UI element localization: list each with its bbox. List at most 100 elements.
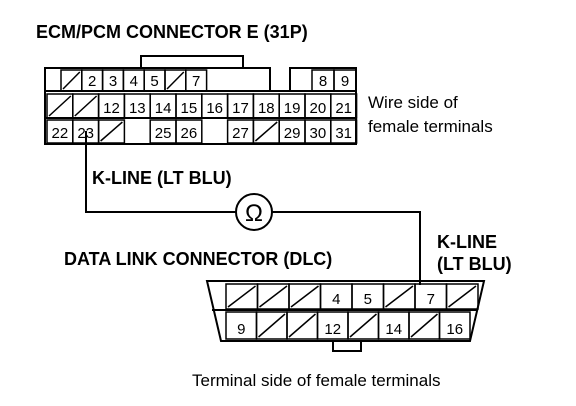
ecm-row1-cell: 5	[143, 69, 166, 92]
ecm-row3-pin-label: 22	[52, 125, 69, 142]
dlc-top-cell: 5	[351, 283, 385, 310]
ecm-row2-cell: 17	[226, 93, 255, 119]
dlc-bottom-pin-label: 12	[324, 321, 341, 338]
dlc-side-label: Terminal side of female terminals	[192, 371, 441, 390]
k-line-right-label-line1: K-LINE	[437, 232, 497, 252]
dlc-bottom-cell: 16	[438, 311, 471, 340]
dlc-bottom-cell: 9	[225, 311, 258, 340]
ecm-row1-pin-label: 7	[192, 73, 200, 90]
dlc-top-cell	[288, 283, 322, 310]
dlc-top-cell	[382, 283, 416, 310]
ecm-row1-unused-slash	[166, 71, 185, 90]
ecm-row2-cell: 12	[97, 93, 126, 119]
ecm-row2-cell: 18	[252, 93, 280, 119]
ecm-row1-pin-label: 2	[88, 73, 96, 90]
dlc-bottom-cell	[255, 311, 288, 340]
dlc-top-cell	[445, 283, 479, 310]
ecm-row2-cell	[46, 93, 74, 119]
ecm-row1b-pin-label: 9	[341, 73, 349, 90]
ecm-side-label-line1: Wire side of	[368, 93, 458, 112]
ohm-symbol: Ω	[245, 200, 263, 227]
ecm-row1-cell: 2	[81, 69, 104, 92]
ecm-row2-pin-label: 13	[129, 100, 146, 117]
ecm-row2-pin-label: 16	[206, 100, 223, 117]
dlc-bottom-cell: 14	[377, 311, 410, 340]
dlc-bottom-cell	[347, 311, 380, 340]
ecm-row3-cell: 29	[278, 119, 306, 144]
ecm-row3-pin-label: 29	[284, 125, 301, 142]
ecm-row2-pin-label: 14	[155, 100, 172, 117]
ecm-row2-pin-label: 12	[103, 100, 120, 117]
ecm-row3-cell: 26	[175, 119, 203, 144]
dlc-top-cell: 4	[319, 283, 353, 310]
dlc-bottom-cell	[408, 311, 441, 340]
ecm-row3-pin-label: 26	[181, 125, 198, 142]
k-line-left-label: K-LINE (LT BLU)	[92, 168, 232, 188]
dlc-terminal-cells: 4 5 7 9 12 14 16	[225, 283, 479, 340]
ecm-row3-cell	[97, 119, 126, 144]
ecm-row1-cell: 3	[101, 69, 125, 92]
ecm-row2-pin-label: 20	[310, 100, 327, 117]
ecm-row2-cell: 21	[330, 93, 358, 119]
ecm-row3-pin-label: 31	[335, 125, 352, 142]
ecm-row3-cell: 27	[226, 119, 255, 144]
dlc-top-cell: 7	[414, 283, 448, 310]
dlc-title: DATA LINK CONNECTOR (DLC)	[64, 249, 333, 269]
dlc-top-cell	[225, 283, 259, 310]
dlc-bottom-unused-slash	[258, 313, 286, 338]
dlc-body	[205, 280, 486, 352]
dlc-bottom-cell: 12	[316, 311, 349, 340]
ecm-row1-cell	[60, 69, 83, 92]
dlc-bottom-cell	[286, 311, 319, 340]
dlc-bottom-unused-slash	[349, 313, 377, 338]
ecm-row1-unused-slash	[62, 71, 81, 90]
k-line-wire	[85, 131, 421, 285]
ecm-row2-cell: 19	[278, 93, 306, 119]
ecm-row2-pin-label: 19	[284, 100, 301, 117]
ecm-row2-pin-label: 17	[232, 100, 249, 117]
ecm-row2-pin-label: 18	[258, 100, 275, 117]
dlc-top-unused-slash	[290, 285, 319, 308]
ecm-row3-unused-slash	[254, 121, 278, 142]
ecm-row3-cell: 30	[304, 119, 332, 144]
ecm-row2-cell: 14	[149, 93, 177, 119]
ecm-row2-cell: 13	[123, 93, 151, 119]
ecm-row1-pin-label: 5	[150, 73, 158, 90]
ecm-row3-pin-label: 30	[310, 125, 327, 142]
ecm-row1b-cell: 8	[311, 69, 335, 92]
dlc-top-pin-label: 4	[332, 291, 340, 308]
ecm-row2-cell	[72, 93, 100, 119]
ecm-row3-cell	[252, 119, 280, 144]
ecm-row1-cell	[164, 69, 187, 92]
dlc-top-unused-slash	[448, 285, 477, 308]
k-line-right-label-line2: (LT BLU)	[437, 254, 512, 274]
ecm-row1-pin-label: 4	[130, 73, 138, 90]
dlc-top-unused-slash	[227, 285, 256, 308]
ecm-row1-cell: 4	[122, 69, 145, 92]
ecm-row1b-cell: 9	[333, 69, 357, 92]
ecm-row3-cell: 31	[330, 119, 358, 144]
dlc-top-unused-slash	[385, 285, 414, 308]
ecm-row2-unused-slash	[74, 95, 98, 117]
dlc-bottom-unused-slash	[410, 313, 438, 338]
dlc-bottom-unused-slash	[288, 313, 316, 338]
ecm-row1-cell: 7	[185, 69, 208, 92]
ecm-row3-cell: 22	[46, 119, 74, 144]
ecm-row2-cell: 15	[175, 93, 203, 119]
ecm-row2-cell: 20	[304, 93, 332, 119]
dlc-top-pin-label: 5	[364, 291, 372, 308]
ecm-side-label-line2: female terminals	[368, 117, 493, 136]
ecm-connector-title: ECM/PCM CONNECTOR E (31P)	[36, 22, 308, 42]
ecm-row3-unused-slash	[100, 121, 123, 142]
ecm-row1b-pin-label: 8	[319, 73, 327, 90]
ecm-row3-pin-label: 25	[155, 125, 172, 142]
dlc-bottom-pin-label: 9	[237, 321, 245, 338]
ohmmeter-icon: Ω	[235, 193, 273, 231]
dlc-top-pin-label: 7	[427, 291, 435, 308]
ecm-row2-pin-label: 21	[335, 100, 352, 117]
ecm-row2-pin-label: 15	[181, 100, 198, 117]
ecm-row2-unused-slash	[48, 95, 72, 117]
dlc-top-unused-slash	[259, 285, 288, 308]
